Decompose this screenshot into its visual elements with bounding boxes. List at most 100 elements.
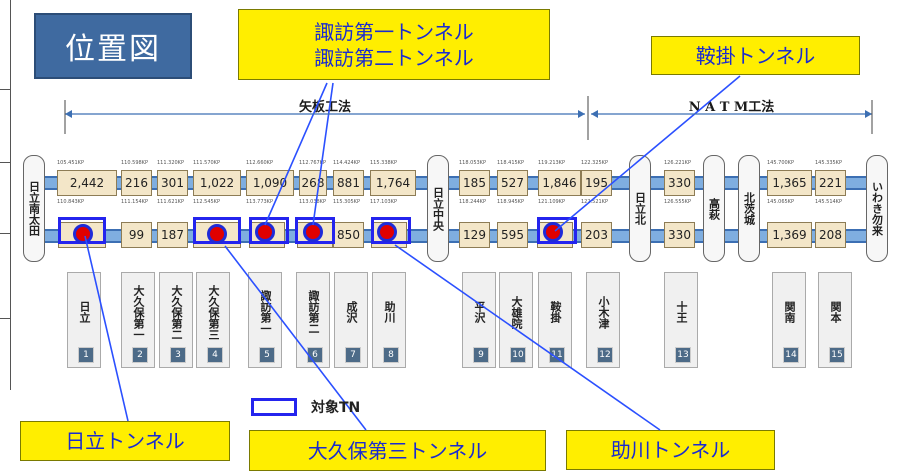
callout-kurakake: 鞍掛トンネル bbox=[651, 36, 860, 75]
leader-suwa-1 bbox=[264, 82, 328, 226]
kp-label: 145.065KP bbox=[767, 199, 794, 205]
callout-suwa-1: 諏訪第一トンネル bbox=[314, 19, 474, 44]
legend-label: 対象TN bbox=[311, 400, 361, 416]
upper-length-box: 527 bbox=[497, 170, 528, 196]
upper-length-box: 1,764 bbox=[370, 170, 416, 196]
tunnel-card-number: 7 bbox=[345, 347, 361, 363]
leader-kurakake bbox=[554, 75, 741, 232]
kp-label: 111.570KP bbox=[193, 160, 220, 166]
kp-label: 114.424KP bbox=[333, 160, 360, 166]
kp-label: 112.767KP bbox=[299, 160, 326, 166]
kp-label: 118.244KP bbox=[459, 199, 486, 205]
tunnel-card-number: 13 bbox=[675, 347, 691, 363]
target-marker-suwa1 bbox=[249, 217, 289, 244]
method-yaita-label: 矢板工法 bbox=[298, 100, 351, 115]
tunnel-card-name: 鞍掛 bbox=[549, 301, 562, 323]
tunnel-card-name: 関本 bbox=[829, 301, 842, 323]
tunnel-card-name: 関南 bbox=[783, 301, 796, 323]
leader-okubo3 bbox=[224, 245, 367, 431]
lower-length-box: 330 bbox=[664, 222, 695, 248]
kp-label: 145.700KP bbox=[767, 160, 794, 166]
tunnel-card-number: 11 bbox=[549, 347, 565, 363]
kp-label: 118.945KP bbox=[497, 199, 524, 205]
kp-label: 105.451KP bbox=[57, 160, 84, 166]
kp-label: 122.521KP bbox=[581, 199, 608, 205]
tunnel-card: 大久保第二 3 bbox=[159, 272, 193, 368]
kp-label: 115.305KP bbox=[333, 199, 360, 205]
tunnel-card-name: 十王 bbox=[675, 301, 688, 323]
tunnel-card: 十王 13 bbox=[664, 272, 698, 368]
lower-length-box: 208 bbox=[815, 222, 846, 248]
callout-suwa: 諏訪第一トンネル 諏訪第二トンネル bbox=[238, 9, 550, 80]
lower-length-box: 187 bbox=[157, 222, 188, 248]
leader-hitachi bbox=[84, 235, 129, 422]
station-iwaki-nakoso: いわき勿来 bbox=[866, 155, 888, 262]
tunnel-card-name: 成沢 bbox=[345, 301, 358, 323]
method-yaita: 矢板工法 bbox=[65, 96, 585, 132]
tunnel-card-name: 大久保第一 bbox=[132, 284, 145, 340]
upper-length-box: 195 bbox=[581, 170, 612, 196]
lower-length-box: 595 bbox=[497, 222, 528, 248]
tunnel-card-name: 諏訪第二 bbox=[307, 290, 320, 334]
target-dot-kurakake bbox=[543, 222, 563, 242]
target-dot-okubo3 bbox=[207, 224, 227, 244]
left-frame bbox=[0, 0, 11, 390]
kp-label: 122.325KP bbox=[581, 160, 608, 166]
tunnel-card-name: 大久保第二 bbox=[170, 284, 183, 340]
tunnel-card-number: 10 bbox=[510, 347, 526, 363]
upper-length-box: 1,365 bbox=[767, 170, 812, 196]
station-hitachi-kita: 日立北 bbox=[629, 155, 651, 262]
tunnel-card-number: 15 bbox=[829, 347, 845, 363]
kp-label: 126.221KP bbox=[664, 160, 691, 166]
method-natm: N A T M工法 bbox=[591, 96, 872, 132]
upper-length-box: 2,442 bbox=[57, 170, 117, 196]
lower-length-box: 129 bbox=[459, 222, 490, 248]
tunnel-card: 鞍掛 11 bbox=[538, 272, 572, 368]
kp-label: 111.154KP bbox=[121, 199, 148, 205]
method-natm-label: N A T M工法 bbox=[688, 100, 775, 115]
kp-label: 118.053KP bbox=[459, 160, 486, 166]
kp-label: 115.338KP bbox=[370, 160, 397, 166]
kp-label: 113.773KP bbox=[246, 199, 273, 205]
lower-length-box: 1,369 bbox=[767, 222, 812, 248]
legend-swatch bbox=[251, 398, 297, 416]
leader-suwa-2 bbox=[312, 82, 334, 226]
tunnel-card-number: 9 bbox=[473, 347, 489, 363]
tunnel-card-number: 14 bbox=[783, 347, 799, 363]
tunnel-card-number: 8 bbox=[383, 347, 399, 363]
tunnel-card-number: 2 bbox=[132, 347, 148, 363]
target-marker-kurakake bbox=[537, 217, 577, 244]
tunnel-card-number: 4 bbox=[207, 347, 223, 363]
kp-label: 113.038KP bbox=[299, 199, 326, 205]
upper-length-box: 301 bbox=[157, 170, 188, 196]
upper-length-box: 881 bbox=[333, 170, 364, 196]
kp-label: 118.415KP bbox=[497, 160, 524, 166]
tunnel-card-name: 大久保第三 bbox=[207, 284, 220, 340]
callout-suwa-2: 諏訪第二トンネル bbox=[314, 45, 474, 70]
kp-label: 112.545KP bbox=[193, 199, 220, 205]
tunnel-card: 成沢 7 bbox=[334, 272, 368, 368]
target-dot-sukegawa bbox=[377, 222, 397, 242]
lower-length-box: 203 bbox=[581, 222, 612, 248]
upper-length-box: 216 bbox=[121, 170, 152, 196]
kp-label: 112.660KP bbox=[246, 160, 273, 166]
target-dot-hitachi bbox=[73, 224, 93, 244]
upper-length-box: 221 bbox=[815, 170, 846, 196]
page-title: 位置図 bbox=[34, 13, 192, 79]
tunnel-card: 関南 14 bbox=[772, 272, 806, 368]
upper-length-box: 1,022 bbox=[193, 170, 241, 196]
tunnel-card-name: 日立 bbox=[78, 301, 91, 323]
upper-length-box: 330 bbox=[664, 170, 695, 196]
tunnel-card: 日立 1 bbox=[67, 272, 101, 368]
tunnel-card-name: 助川 bbox=[383, 301, 396, 323]
station-hitachi-chuo: 日立中央 bbox=[427, 155, 449, 262]
target-marker-sukegawa bbox=[371, 217, 411, 244]
tunnel-card-number: 1 bbox=[78, 347, 94, 363]
upper-length-box: 1,846 bbox=[538, 170, 581, 196]
station-hitachi-minamiota: 日立南太田 bbox=[23, 155, 45, 262]
tunnel-card-number: 3 bbox=[170, 347, 186, 363]
tunnel-card: 助川 8 bbox=[372, 272, 406, 368]
kp-label: 111.621KP bbox=[157, 199, 184, 205]
callout-sukegawa: 助川トンネル bbox=[566, 430, 775, 470]
